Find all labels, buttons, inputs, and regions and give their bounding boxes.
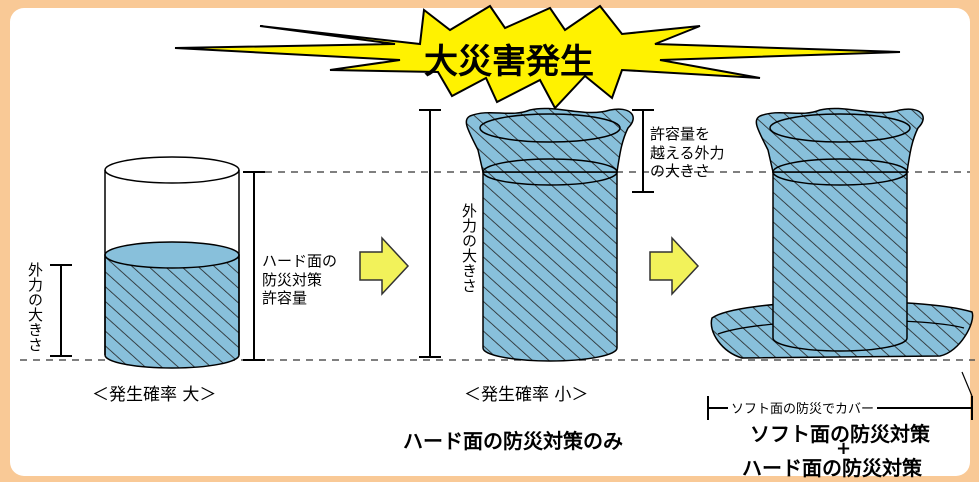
right-arrow-icon [359,236,410,296]
middle-force-dimension [419,109,441,358]
right-cylinder [755,107,924,352]
excess-dimension [632,109,654,193]
middle-caption: ＜発生確率 小＞ [464,385,589,405]
right-bottom-line1: ソフト面の防災対策 [750,422,930,446]
middle-bottom-label: ハード面の防災対策のみ [403,429,623,453]
banner-title: 大災害発生 [424,42,594,82]
left-cylinder [104,156,240,369]
left-force-dimension [50,264,72,357]
capacity-label: ハード面の 防災対策 許容量 [262,251,338,308]
left-caption: ＜発生確率 大＞ [92,385,217,405]
middle-cylinder [465,107,634,362]
middle-force-label: 外力の大きさ [460,203,478,293]
right-bottom-line2: ハード面の防災対策 [742,456,922,480]
excess-label: 許容量を 越える外力 の大きさ [650,124,725,181]
capacity-dimension [243,171,265,361]
soft-cover-label: ソフト面の防災でカバー [728,398,878,417]
right-arrow-icon [649,236,700,296]
left-force-label: 外力の大きさ [26,262,44,352]
burst-icon [174,4,901,110]
right-bottom-plus: + [836,438,852,459]
